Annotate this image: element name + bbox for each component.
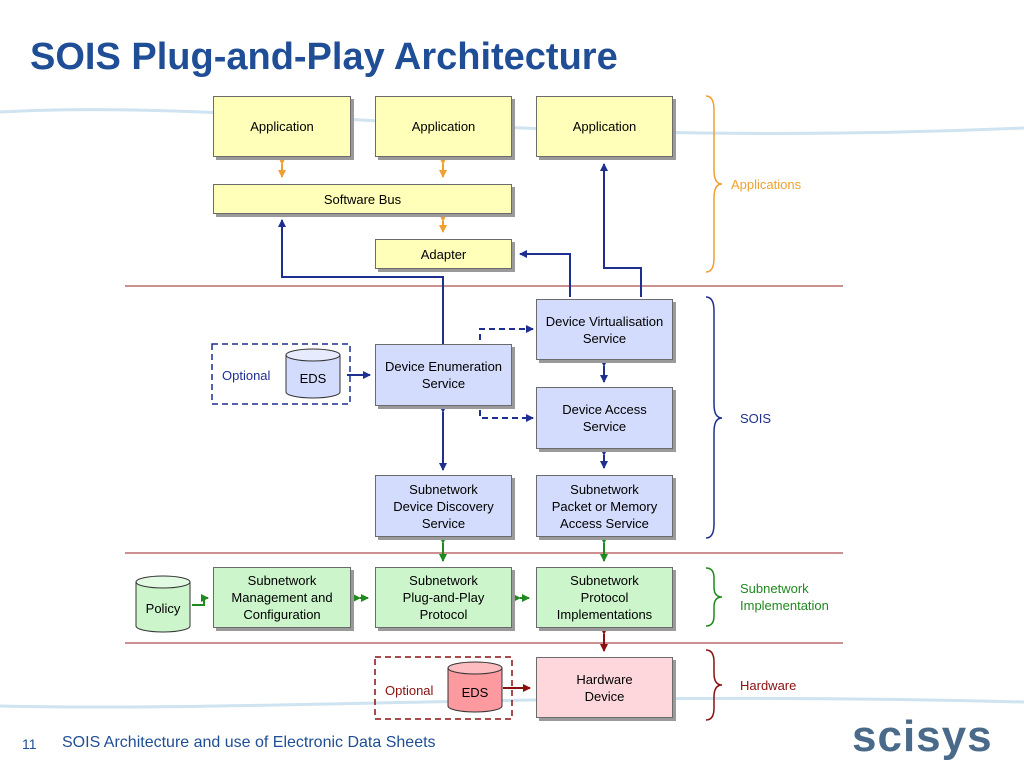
subnetwork-plug-and-play-protocol-box: Subnetwork Plug-and-Play Protocol — [375, 567, 512, 628]
background-swoosh-bottom — [0, 696, 1024, 709]
device-enumeration-service-box: Device Enumeration Service — [375, 344, 512, 406]
layer-label-subnetwork: Subnetwork Implementation — [740, 581, 829, 613]
policy-cylinder — [135, 575, 191, 633]
connector-arrow — [278, 219, 444, 344]
layer-label-applications: Applications — [731, 177, 802, 192]
connector-arrow — [600, 163, 642, 297]
optional-group-top — [211, 343, 351, 405]
software-bus-box: Software Bus — [213, 184, 512, 214]
brace-hardware — [705, 649, 723, 721]
device-access-service-box: Device Access Service — [536, 387, 673, 449]
optional-label: Optional — [222, 368, 271, 383]
dashed-connector — [479, 325, 534, 340]
subnetwork-packet-memory-access-service-box: Subnetwork Packet or Memory Access Servi… — [536, 475, 673, 537]
layer-label-hardware: Hardware — [740, 678, 797, 693]
brace-subnetwork — [705, 567, 723, 627]
brace-applications — [705, 95, 723, 273]
scisys-logo: scisys — [852, 712, 993, 761]
subnetwork-management-configuration-box: Subnetwork Management and Configuration — [213, 567, 351, 628]
background-swoosh-top — [0, 108, 1024, 136]
application-box: Application — [375, 96, 512, 157]
subnetwork-device-discovery-service-box: Subnetwork Device Discovery Service — [375, 475, 512, 537]
policy-label: Policy — [145, 601, 181, 616]
application-box: Application — [213, 96, 351, 157]
eds-label: EDS — [299, 371, 327, 386]
application-box: Application — [536, 96, 673, 157]
eds-label: EDS — [461, 685, 489, 700]
connector-arrow — [192, 594, 209, 606]
connector-arrow — [519, 250, 571, 297]
eds-cylinder-top — [285, 348, 341, 399]
eds-cylinder-bottom — [447, 661, 503, 713]
footer-text: SOIS Architecture and use of Electronic … — [62, 734, 436, 751]
dashed-connector — [479, 410, 534, 422]
adapter-box: Adapter — [375, 239, 512, 269]
page-number: 11 — [22, 736, 37, 752]
optional-label: Optional — [385, 683, 434, 698]
brace-sois — [705, 296, 723, 539]
hardware-device-box: Hardware Device — [536, 657, 673, 718]
page-title: SOIS Plug-and-Play Architecture — [30, 36, 618, 78]
device-virtualisation-service-box: Device Virtualisation Service — [536, 299, 673, 360]
layer-label-sois: SOIS — [740, 411, 772, 426]
subnetwork-protocol-implementations-box: Subnetwork Protocol Implementations — [536, 567, 673, 628]
